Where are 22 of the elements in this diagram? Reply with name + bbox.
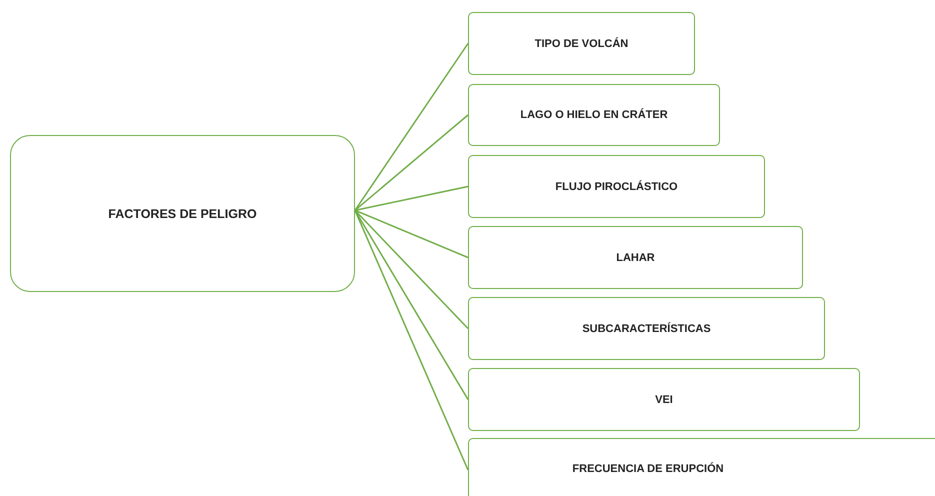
box-label: SUBCARACTERÍSTICAS xyxy=(582,322,711,334)
factor-box xyxy=(468,12,695,75)
box-label: FACTORES DE PELIGRO xyxy=(108,206,257,220)
factor-box xyxy=(468,368,860,431)
connector-line xyxy=(354,114,468,211)
box-label: LAHAR xyxy=(616,252,655,264)
connector-line xyxy=(354,186,468,212)
factor-box xyxy=(468,84,720,146)
box-label: FRECUENCIA DE ERUPCIÓN xyxy=(572,463,724,475)
root-box xyxy=(10,135,355,292)
connector-line xyxy=(354,210,469,470)
factor-box xyxy=(468,438,935,496)
connector-line xyxy=(354,210,469,330)
connector-line xyxy=(354,43,469,211)
box-label: FLUJO PIROCLÁSTICO xyxy=(555,180,678,192)
box-label: VEI xyxy=(655,394,673,406)
factor-box xyxy=(468,297,825,360)
factor-box xyxy=(468,155,765,218)
factor-box xyxy=(468,226,803,289)
box-label: LAGO O HIELO EN CRÁTER xyxy=(520,109,668,121)
box-label: TIPO DE VOLCÁN xyxy=(534,38,628,50)
connector-line xyxy=(354,210,468,258)
